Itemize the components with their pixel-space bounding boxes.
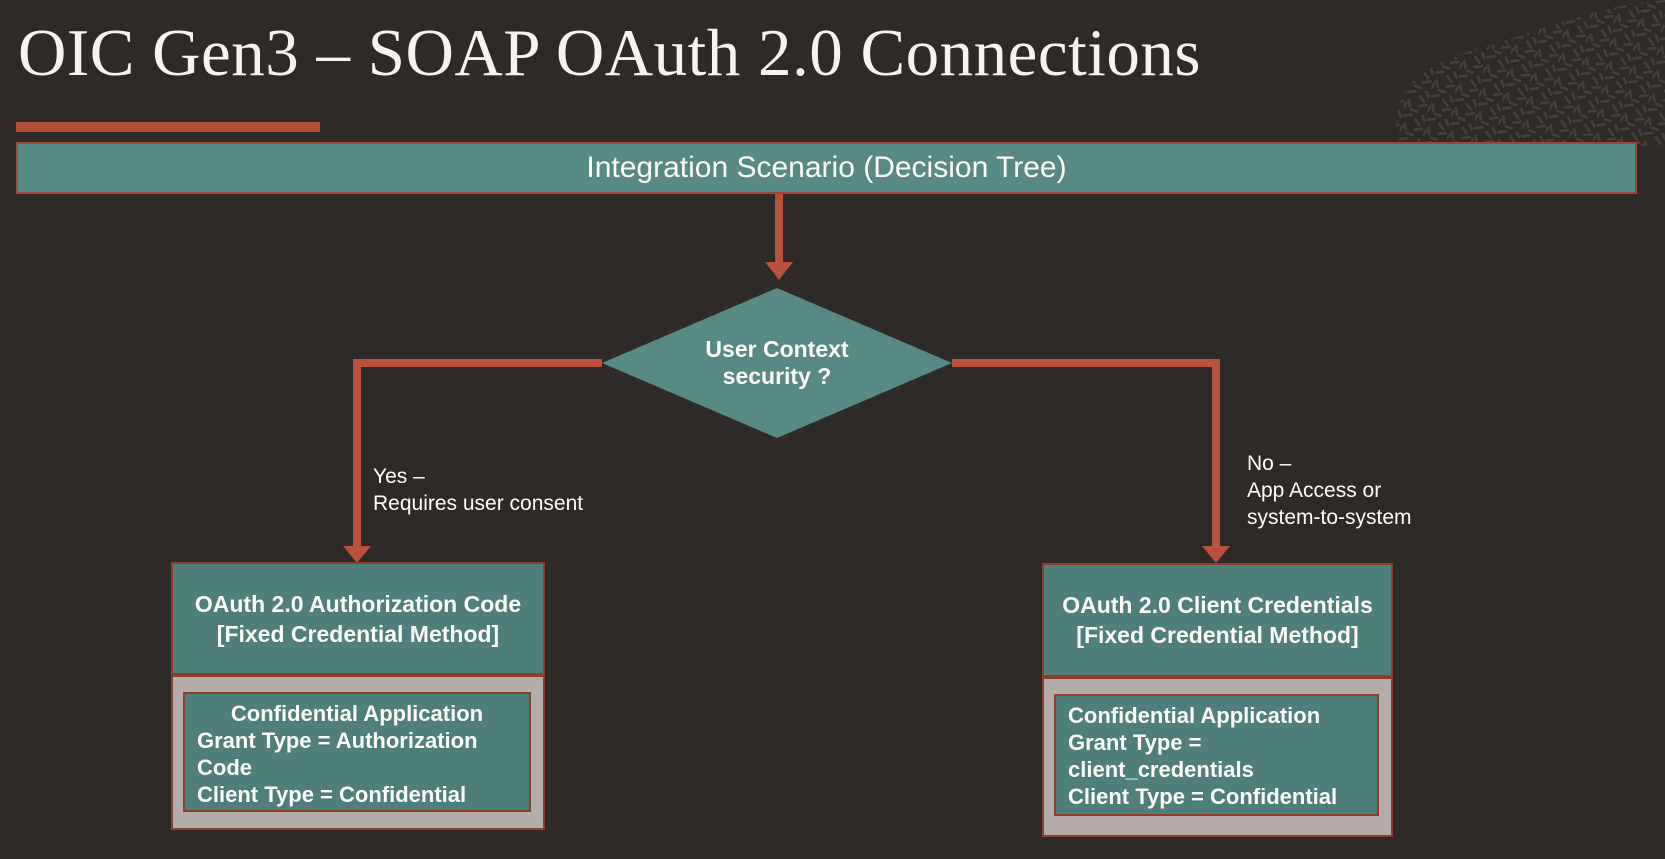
client-credentials-header-box: OAuth 2.0 Client Credentials [Fixed Cred… [1042, 563, 1393, 677]
yes-branch-line-1: Yes – [373, 465, 425, 488]
no-branch-line-1: No – [1247, 452, 1292, 475]
client-credentials-detail-line-3: Client Type = Confidential [1068, 784, 1338, 809]
corner-texture-decoration [1395, 0, 1665, 146]
connector-banner-to-diamond-arrowhead [765, 262, 793, 280]
yes-branch-line-2: Requires user consent [373, 492, 584, 515]
client-credentials-detail-panel: Confidential Application Grant Type = cl… [1042, 677, 1393, 837]
decision-line-1: User Context [705, 336, 849, 362]
auth-code-detail-line-1: Confidential Application [230, 701, 484, 726]
connector-banner-to-diamond-stem [775, 194, 783, 262]
client-credentials-detail-line-2: Grant Type = client_credentials [1068, 730, 1254, 782]
connector-yes-horizontal [353, 359, 602, 367]
client-credentials-detail-box: Confidential Application Grant Type = cl… [1054, 694, 1379, 816]
no-branch-label: No – App Access or system-to-system [1247, 450, 1412, 531]
auth-code-header-line-1: OAuth 2.0 Authorization Code [194, 590, 522, 617]
decision-diamond-label: User Context security ? [602, 288, 952, 438]
no-branch-line-2: App Access or [1247, 479, 1382, 502]
banner-integration-scenario: Integration Scenario (Decision Tree) [16, 142, 1637, 194]
banner-label: Integration Scenario (Decision Tree) [586, 151, 1067, 184]
connector-yes-arrowhead [343, 546, 371, 563]
client-credentials-header-line-2: [Fixed Credential Method] [1076, 622, 1359, 648]
client-credentials-detail-line-1: Confidential Application [1068, 703, 1321, 728]
title-underline-bar [16, 122, 320, 132]
yes-branch-label: Yes – Requires user consent [373, 463, 583, 517]
no-branch-line-3: system-to-system [1247, 506, 1412, 529]
connector-no-vertical [1212, 359, 1220, 548]
auth-code-detail-box: Confidential Application Grant Type = Au… [183, 692, 531, 812]
decision-line-2: security ? [722, 363, 832, 389]
slide-title: OIC Gen3 – SOAP OAuth 2.0 Connections [18, 16, 1201, 90]
client-credentials-header-line-1: OAuth 2.0 Client Credentials [1062, 592, 1373, 618]
connector-no-arrowhead [1202, 546, 1230, 563]
auth-code-detail-line-3: Client Type = Confidential [197, 782, 467, 807]
connector-no-horizontal [952, 359, 1220, 367]
auth-code-detail-panel: Confidential Application Grant Type = Au… [171, 675, 545, 830]
decision-diamond-shape [602, 288, 952, 438]
auth-code-header-line-2: [Fixed Credential Method] [216, 620, 500, 647]
auth-code-header-box: OAuth 2.0 Authorization Code [Fixed Cred… [171, 562, 545, 675]
auth-code-detail-line-2: Grant Type = Authorization Code [197, 728, 478, 780]
connector-yes-vertical [353, 359, 361, 548]
